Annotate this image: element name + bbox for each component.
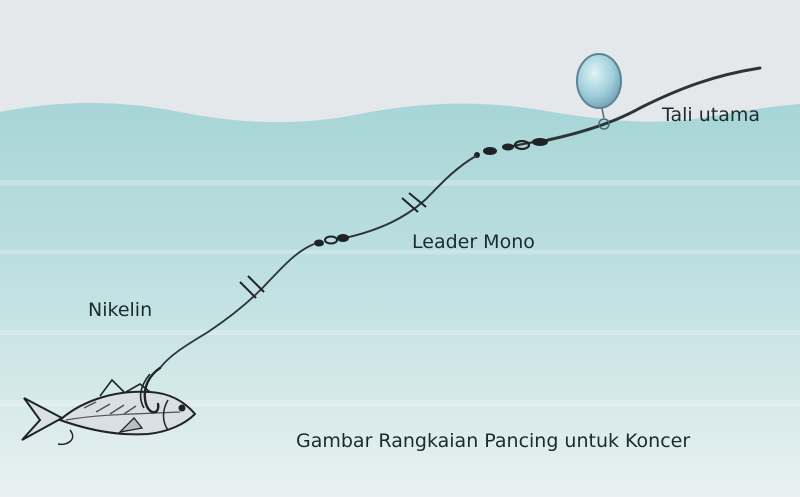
water-bands	[0, 180, 800, 406]
line-break-marker-lower	[239, 275, 265, 299]
line-break-marker-upper	[401, 192, 427, 213]
leader-mono-line	[344, 155, 477, 239]
water-body	[0, 103, 800, 497]
label-leader-mono: Leader Mono	[412, 231, 535, 253]
hook-icon	[139, 366, 162, 414]
nikelin-wire	[159, 243, 315, 369]
label-main-line: Tali utama	[662, 104, 760, 126]
main-line	[546, 66, 762, 142]
fish-icon	[21, 378, 197, 446]
diagram-caption: Gambar Rangkaian Pancing untuk Koncer	[296, 430, 691, 452]
float-icon	[576, 53, 622, 130]
swivel-icon	[474, 138, 548, 158]
label-nikelin: Nikelin	[88, 299, 153, 321]
swivel-icon	[314, 234, 349, 247]
